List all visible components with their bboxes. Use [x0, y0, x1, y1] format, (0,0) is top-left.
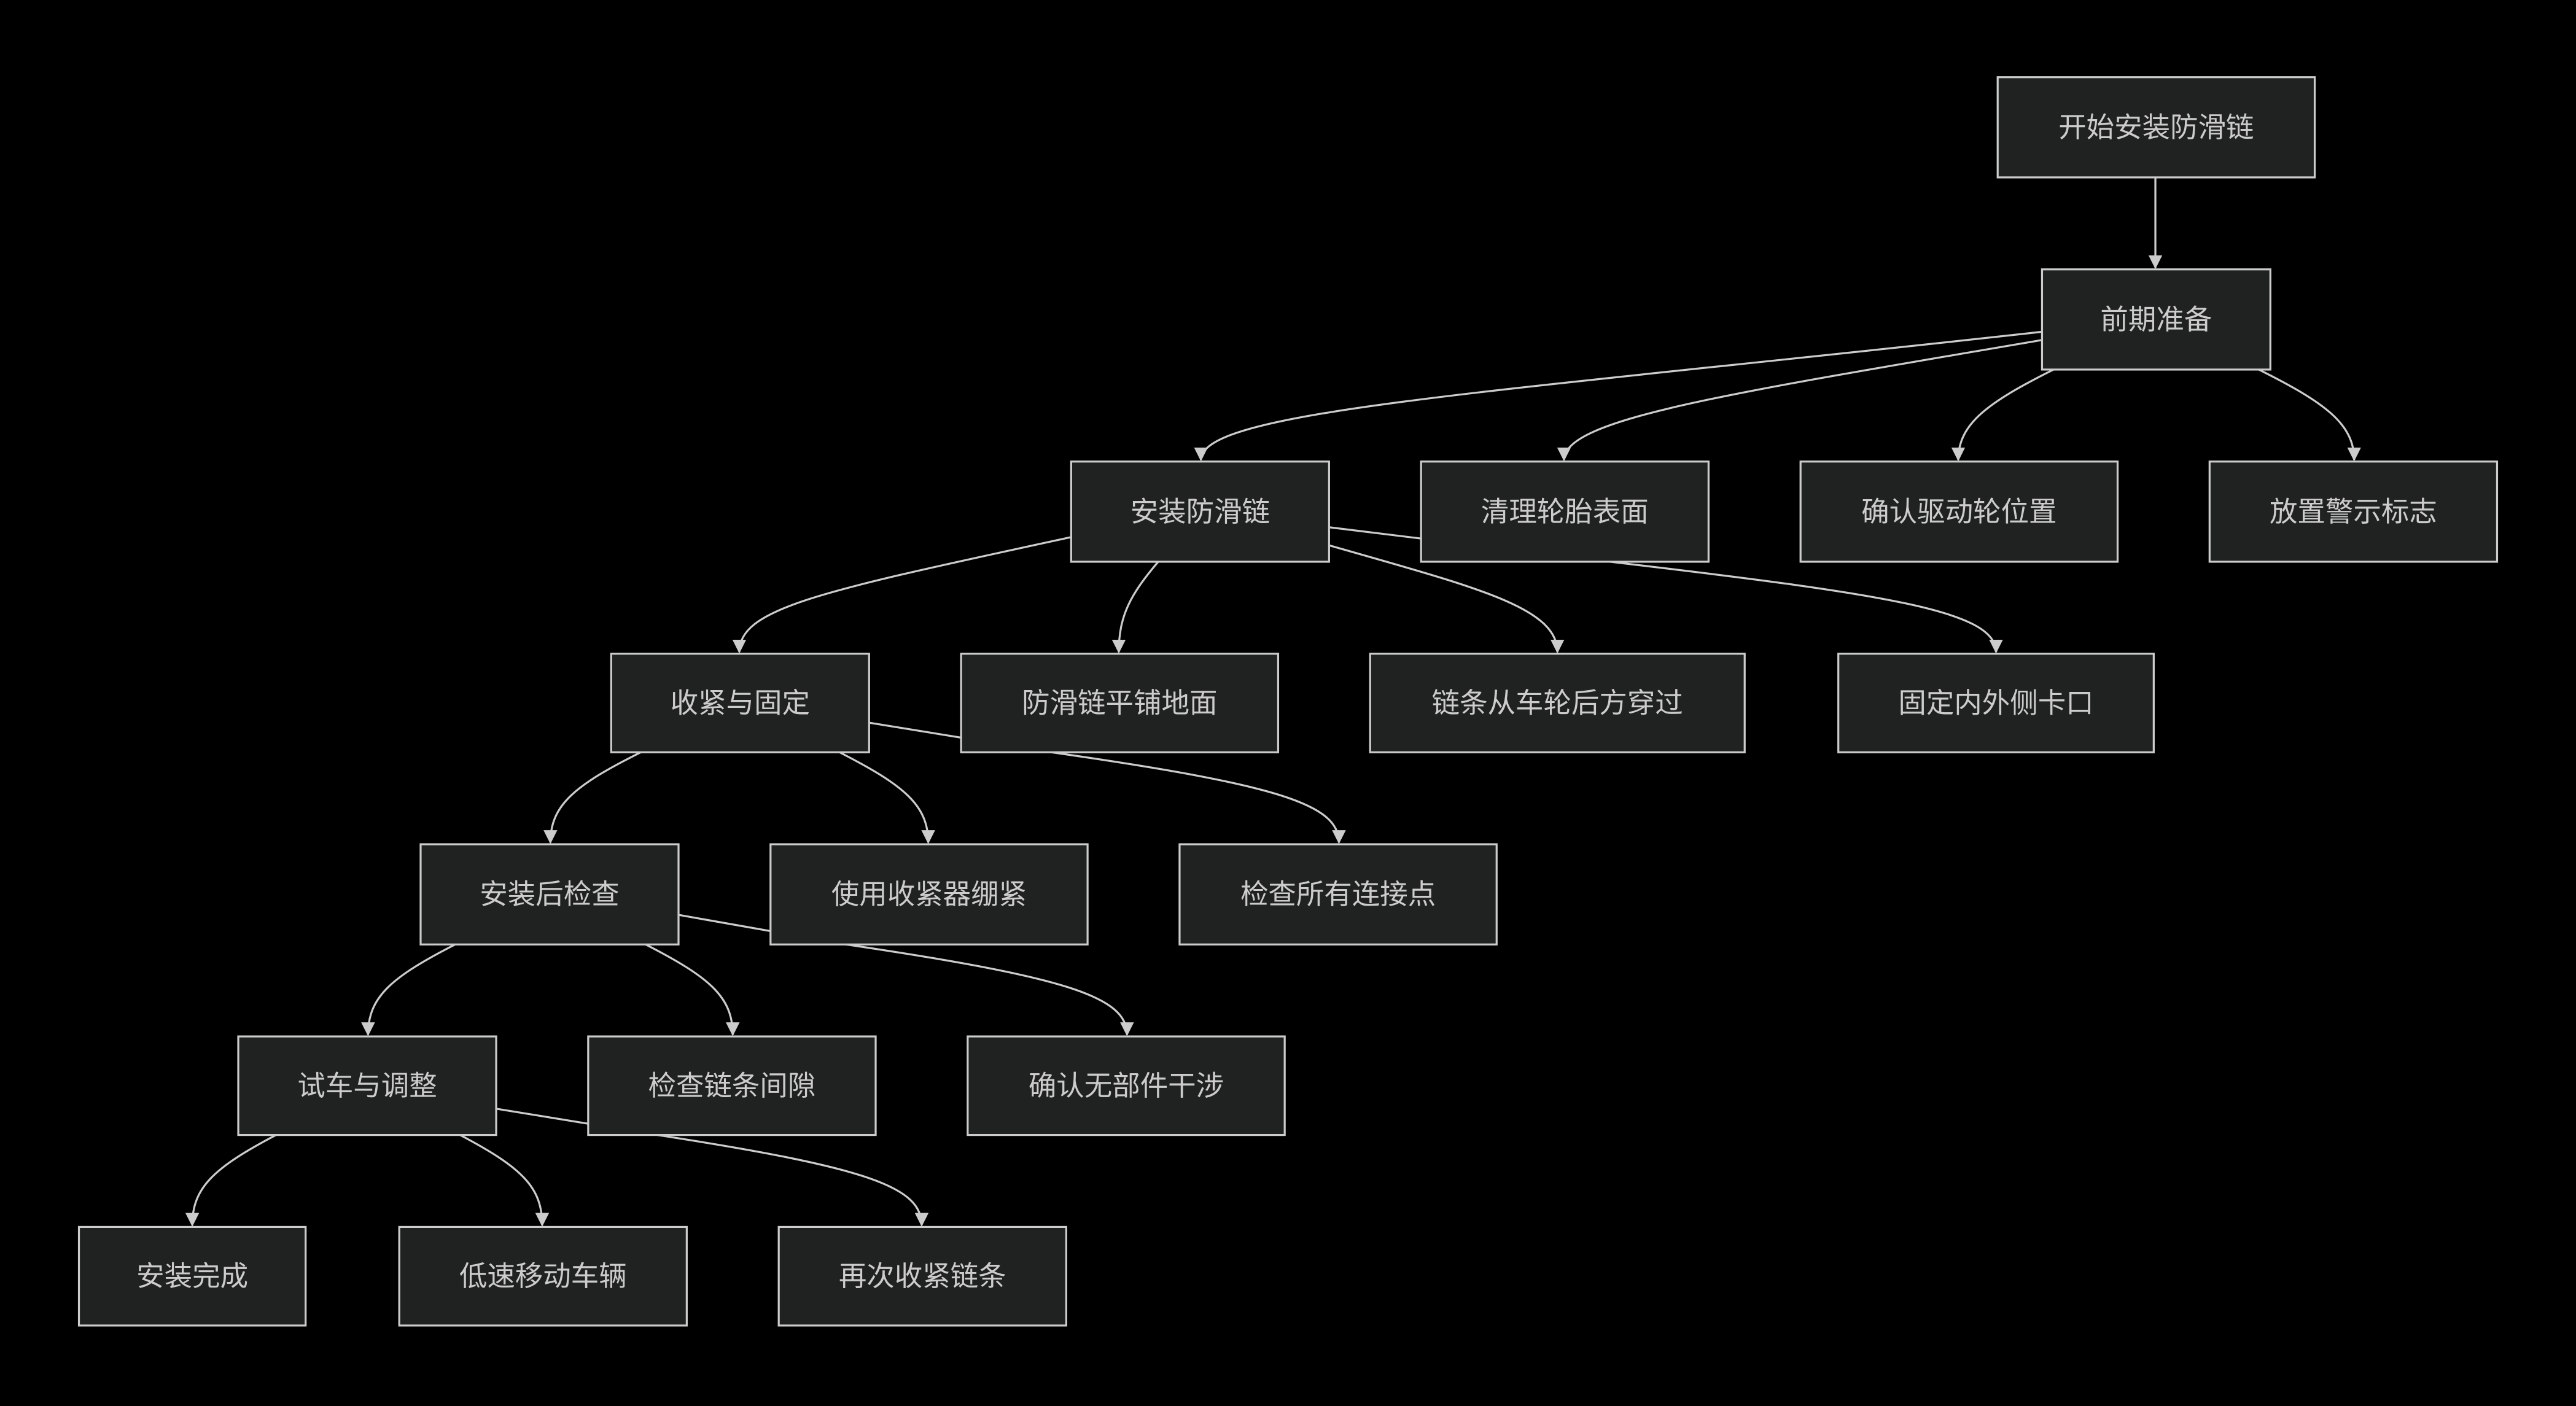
edge-install-clip — [1329, 526, 2003, 654]
edge-test-slow — [459, 1134, 550, 1227]
edge-check-gap — [645, 943, 740, 1036]
node-gap: 检查链条间隙 — [587, 1035, 877, 1136]
node-label: 开始安装防滑链 — [2058, 111, 2254, 144]
edge-check-interfere — [678, 914, 1134, 1036]
node-start: 开始安装防滑链 — [1996, 76, 2316, 179]
edge-install-tighten — [732, 536, 1072, 654]
node-through: 链条从车轮后方穿过 — [1369, 653, 1746, 753]
edge-check-test — [361, 943, 456, 1036]
node-label: 固定内外侧卡口 — [1898, 687, 2093, 720]
node-label: 放置警示标志 — [2270, 495, 2437, 528]
node-prep: 前期准备 — [2041, 268, 2271, 371]
node-warn: 放置警示标志 — [2208, 460, 2499, 563]
node-clip: 固定内外侧卡口 — [1837, 653, 2155, 753]
node-interfere: 确认无部件干涉 — [967, 1035, 1286, 1136]
node-label: 安装防滑链 — [1130, 495, 1270, 528]
node-label: 链条从车轮后方穿过 — [1432, 687, 1683, 720]
edge-prep-clean — [1557, 339, 2042, 462]
node-label: 确认驱动轮位置 — [1861, 495, 2057, 528]
node-label: 低速移动车辆 — [459, 1260, 627, 1292]
node-tensioner: 使用收紧器绷紧 — [769, 843, 1089, 946]
node-label: 安装完成 — [136, 1260, 248, 1292]
node-label: 清理轮胎表面 — [1481, 495, 1649, 528]
node-install: 安装防滑链 — [1070, 460, 1330, 563]
edge-install-through — [1328, 544, 1565, 654]
node-label: 检查链条间隙 — [648, 1070, 816, 1102]
node-check: 安装后检查 — [419, 843, 680, 946]
node-label: 检查所有连接点 — [1240, 878, 1436, 911]
node-tighten: 收紧与固定 — [610, 653, 870, 753]
node-drive: 确认驱动轮位置 — [1799, 460, 2119, 563]
edge-tighten-check — [543, 751, 642, 844]
node-done: 安装完成 — [77, 1225, 307, 1327]
node-label: 安装后检查 — [480, 878, 619, 911]
edge-test-retighten — [496, 1108, 929, 1227]
node-slow: 低速移动车辆 — [398, 1225, 688, 1327]
node-label: 收紧与固定 — [671, 687, 810, 720]
node-retighten: 再次收紧链条 — [777, 1225, 1067, 1327]
node-test: 试车与调整 — [237, 1035, 497, 1136]
node-lay: 防滑链平铺地面 — [960, 653, 1280, 753]
node-label: 试车与调整 — [297, 1070, 437, 1102]
node-label: 确认无部件干涉 — [1029, 1070, 1224, 1102]
node-clean: 清理轮胎表面 — [1420, 460, 1710, 563]
edge-prep-install — [1194, 330, 2042, 462]
edge-install-lay — [1111, 561, 1159, 654]
edge-prep-warn — [2258, 368, 2361, 462]
node-label: 前期准备 — [2100, 303, 2212, 336]
edge-test-done — [185, 1134, 277, 1227]
edge-tighten-tensioner — [839, 751, 935, 844]
node-label: 防滑链平铺地面 — [1022, 687, 1217, 720]
node-label: 使用收紧器绷紧 — [831, 878, 1027, 911]
node-label: 再次收紧链条 — [839, 1260, 1006, 1292]
edge-tighten-points — [869, 721, 1346, 844]
edge-prep-drive — [1951, 368, 2054, 462]
node-points: 检查所有连接点 — [1178, 843, 1498, 946]
